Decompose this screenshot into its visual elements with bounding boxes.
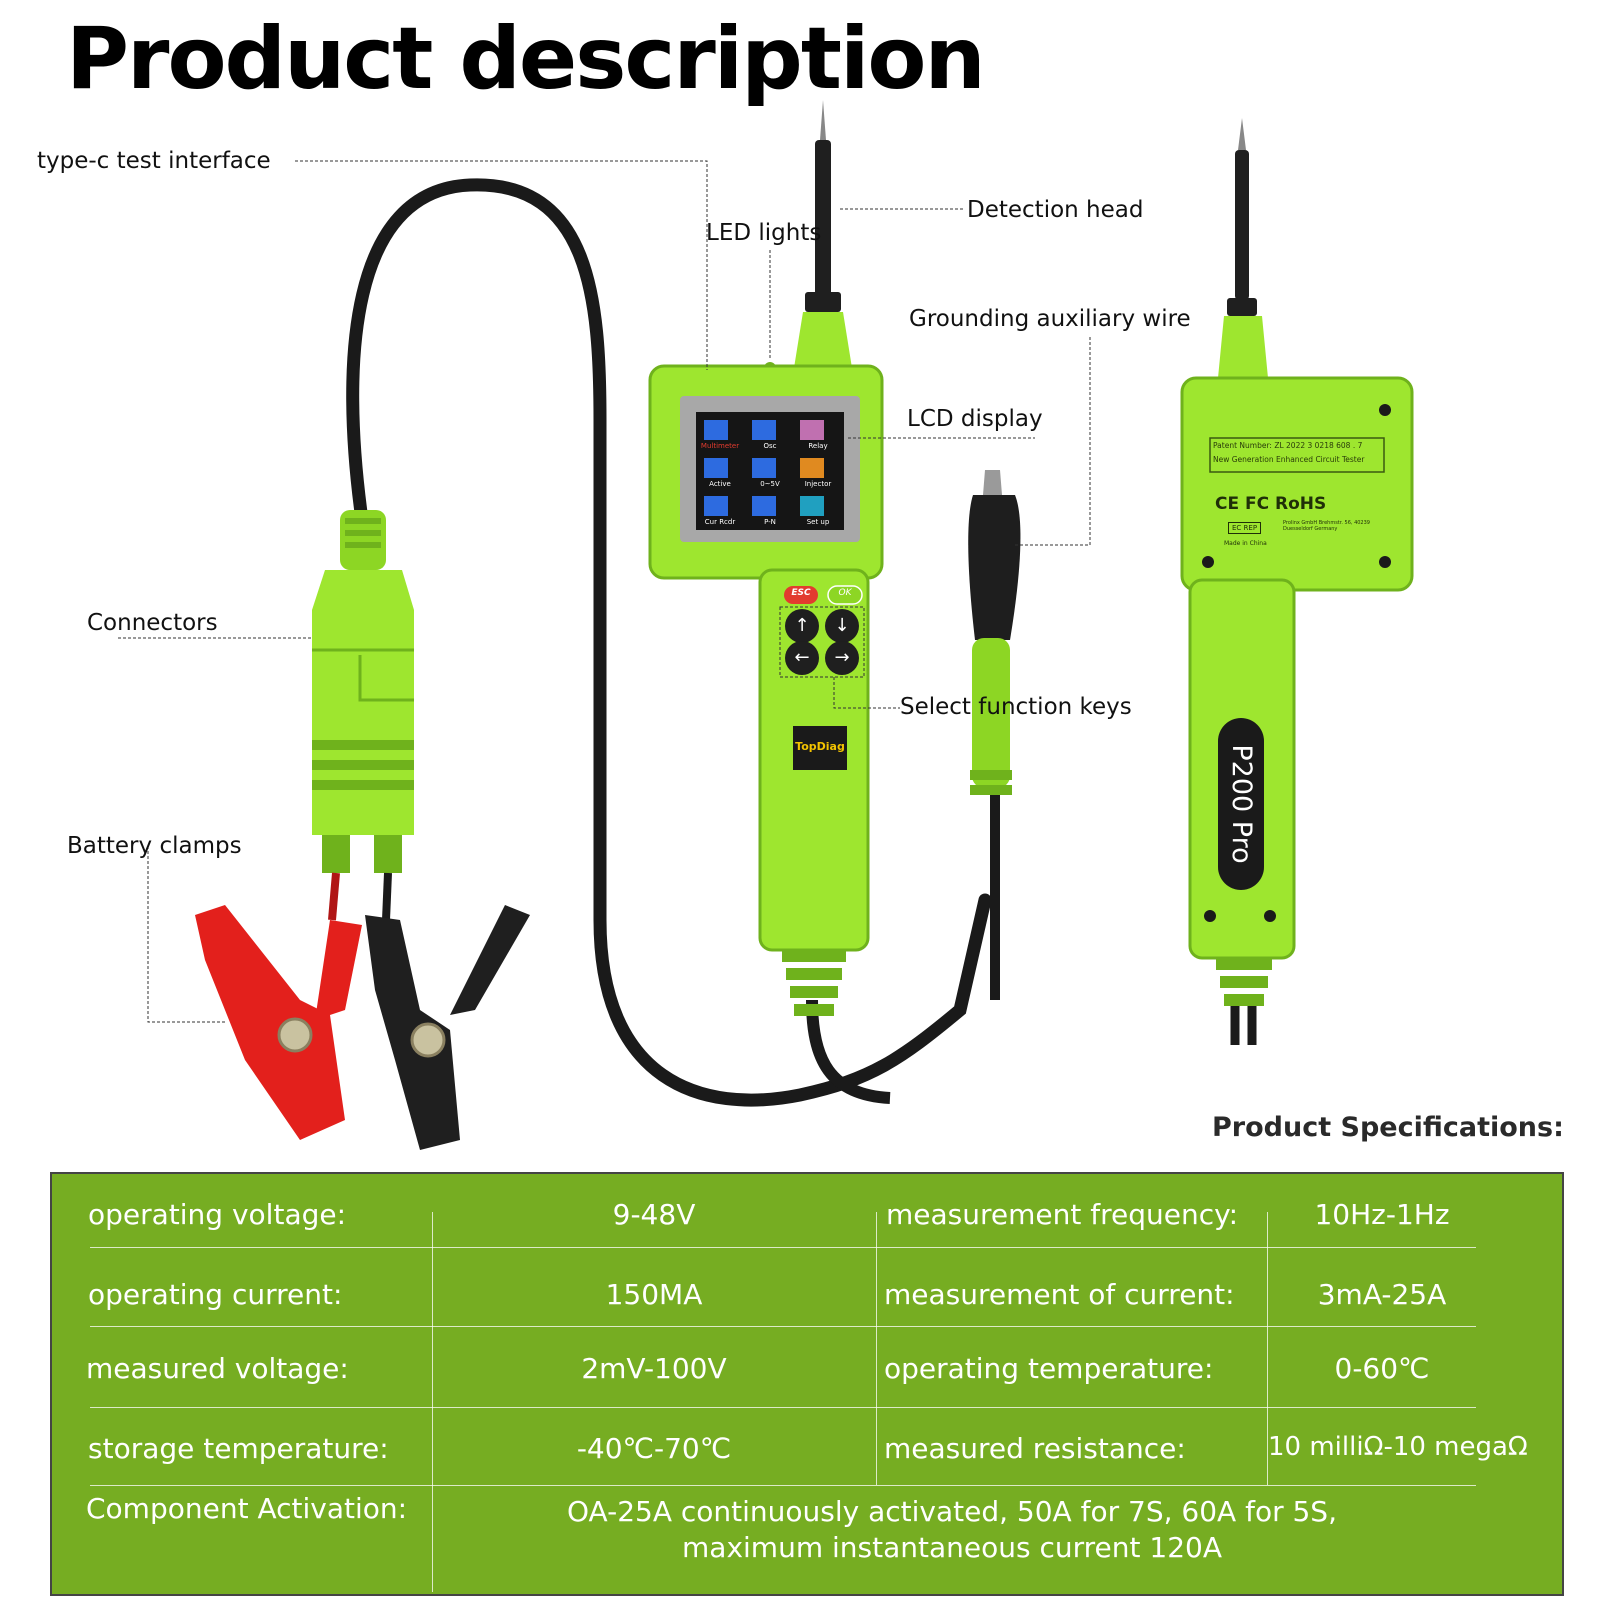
model-label: P200 Pro [1226,744,1257,864]
arrow-right-icon: → [834,647,850,668]
page-title: Product description [66,9,986,109]
spec-label: measured resistance: [884,1432,1186,1465]
main-tester [648,100,884,1016]
table-divider [1267,1212,1268,1485]
table-divider [876,1212,877,1485]
spec-value: 10Hz-1Hz [1314,1198,1450,1231]
table-divider [90,1326,1476,1327]
back-subtitle: New Generation Enhanced Circuit Tester [1213,455,1365,464]
table-divider [90,1485,1476,1486]
callout-lcd-display: LCD display [907,406,1043,432]
tile-label: Relay [808,442,828,450]
activation-line-2: maximum instantaneous current 120A [682,1531,1222,1564]
spec-value: 2mV-100V [581,1352,727,1385]
spec-value: 150MA [605,1278,703,1311]
spec-label: measured voltage: [86,1352,349,1385]
leader-lines [118,160,1091,1023]
tile-label: P-N [764,518,776,526]
back-made-in: Made in China [1224,540,1267,547]
spec-label: operating temperature: [884,1352,1214,1385]
callout-select-function-keys: Select function keys [900,694,1132,720]
esc-button [784,586,818,604]
model-plate [1218,718,1264,890]
device-cable [806,999,891,1104]
back-patent: Patent Number: ZL 2022 3 0218 608 . 7 [1213,441,1363,450]
spec-label: storage temperature: [88,1432,389,1465]
back-marks: CE FC RoHS [1215,494,1327,514]
product-illustration [118,100,1414,1150]
screen-tile-labels: Multimeter Osc Relay Active 0~5V Injecto… [696,412,844,530]
black-battery-clamp [365,905,530,1150]
spec-label: measurement frequency: [886,1198,1239,1231]
back-ec-rep: EC REP [1228,522,1262,534]
spec-value: 3mA-25A [1317,1278,1447,1311]
tile-label: Set up [806,518,830,526]
tile-label: Multimeter [700,442,740,450]
specs-heading: Product Specifications: [1212,1112,1564,1143]
callout-connectors: Connectors [87,610,218,636]
back-view-tester [1180,118,1414,1045]
detection-probe [815,140,831,300]
spec-value: -40℃-70℃ [576,1432,732,1465]
spec-value: 9-48V [612,1198,696,1231]
red-battery-clamp [195,905,362,1140]
arrow-left-icon: ← [794,647,810,668]
brand-plate [793,726,847,770]
ok-label: OK [838,588,852,598]
spec-value: 10 milliΩ-10 megaΩ [1268,1432,1528,1462]
table-divider [90,1407,1476,1408]
tile-label: Injector [804,480,832,488]
arrow-up-icon: ↑ [794,615,810,636]
spec-value: 0-60℃ [1334,1352,1430,1385]
spec-label: Component Activation: [86,1492,408,1525]
specs-table: operating voltage: 9-48V measurement fre… [50,1172,1564,1596]
spec-label: operating current: [88,1278,343,1311]
arrow-keys [785,609,859,675]
back-address: Prolinx GmbH Brehmstr. 56, 40239 Duessel… [1283,520,1370,532]
table-divider [90,1247,1476,1248]
activation-line-1: OA-25A continuously activated, 50A for 7… [567,1495,1337,1528]
callout-led-lights: LED lights [706,220,822,246]
screen-tile-icons [704,420,824,516]
main-cable [346,178,992,1107]
callout-type-c-test-interface: type-c test interface [37,148,271,174]
ok-button [827,585,863,605]
grounding-clip [968,470,1021,795]
callout-battery-clamps: Battery clamps [67,833,242,859]
callout-grounding-auxiliary-wire: Grounding auxiliary wire [909,306,1191,332]
connector-assembly [312,510,414,921]
table-divider [432,1212,433,1592]
callout-detection-head: Detection head [967,197,1144,223]
tile-label: Active [709,480,731,488]
arrow-down-icon: ↓ [834,615,850,636]
brand-label: TopDiag [795,740,845,753]
tile-label: 0~5V [760,480,780,488]
esc-label: ESC [791,588,811,598]
spec-label: operating voltage: [88,1198,347,1231]
tile-label: Cur Rcdr [704,518,736,526]
spec-label: measurement of current: [884,1278,1235,1311]
tile-label: Osc [763,442,777,450]
